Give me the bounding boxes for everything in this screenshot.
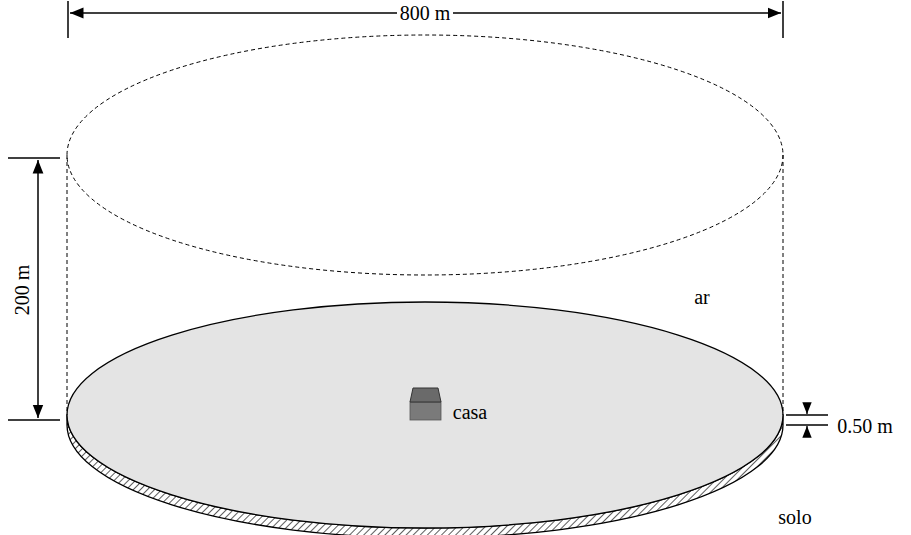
layer-label: solo xyxy=(775,506,814,528)
house-icon xyxy=(410,388,441,420)
width-dimension xyxy=(68,1,783,38)
thickness-dimension xyxy=(786,406,828,434)
air-cylinder xyxy=(67,35,783,415)
thickness-dimension-label: 0.50 m xyxy=(834,415,896,437)
height-dimension-label: 200 m xyxy=(11,262,33,319)
soil-surface xyxy=(67,302,783,528)
region-label: ar xyxy=(691,286,713,308)
house-label: casa xyxy=(450,401,490,423)
height-dimension xyxy=(8,158,60,420)
width-dimension-label: 800 m xyxy=(397,2,454,24)
